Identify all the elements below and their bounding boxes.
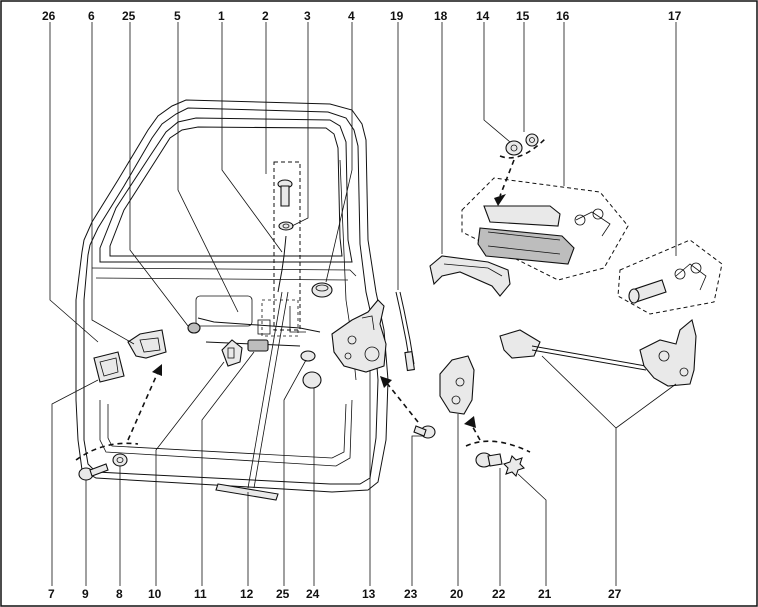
escutcheon-part-7 <box>93 351 125 383</box>
nut-part-15 <box>525 133 539 147</box>
block-part-11 <box>247 339 269 352</box>
washer-part-3 <box>278 221 294 231</box>
label-24: 24 <box>306 587 320 601</box>
label-12: 12 <box>240 587 254 601</box>
label-8: 8 <box>116 587 123 601</box>
lock-part-13 <box>331 299 387 373</box>
latch-assembly-part-27 <box>499 319 697 387</box>
star-washer-part-21 <box>502 454 526 478</box>
grommet-part-4 <box>311 282 333 298</box>
handle-group-part-16 <box>461 177 629 281</box>
handle-part-6 <box>127 329 167 359</box>
bracket-part-18 <box>429 255 511 297</box>
label-6: 6 <box>88 9 95 23</box>
cylinder-group-part-17 <box>617 239 723 315</box>
labels-bottom: 7 9 8 10 11 12 25 24 13 23 20 22 21 27 <box>48 587 622 601</box>
label-19: 19 <box>390 9 404 23</box>
arrow-to-20 <box>469 421 481 441</box>
label-14: 14 <box>476 9 490 23</box>
arrow-head-6 <box>152 364 162 376</box>
bolt-part-2 <box>273 161 301 331</box>
label-20: 20 <box>450 587 464 601</box>
label-1: 1 <box>218 9 225 23</box>
rod-part-1 <box>277 235 287 293</box>
arrow-to-16 <box>499 159 515 197</box>
arrow-head-16 <box>494 194 506 206</box>
label-4: 4 <box>348 9 355 23</box>
rod-part-5 <box>197 317 321 333</box>
plug-part-24 <box>302 371 322 389</box>
nut-part-14 <box>505 140 523 156</box>
label-10: 10 <box>148 587 162 601</box>
bolt-part-22 <box>475 452 503 468</box>
label-16: 16 <box>556 9 570 23</box>
label-13: 13 <box>362 587 376 601</box>
label-22: 22 <box>492 587 506 601</box>
screw-part-9 <box>78 463 109 481</box>
arc-22-21 <box>465 440 531 453</box>
label-11: 11 <box>194 587 207 601</box>
label-27: 27 <box>608 587 622 601</box>
striker-part-20 <box>439 355 475 415</box>
arrow-head-13 <box>380 376 392 388</box>
label-26: 26 <box>42 9 56 23</box>
label-17: 17 <box>668 9 682 23</box>
lever-part-10 <box>221 339 243 367</box>
label-21: 21 <box>538 587 552 601</box>
washer-part-8 <box>112 453 128 467</box>
label-9: 9 <box>82 587 89 601</box>
label-2: 2 <box>262 9 269 23</box>
strip-part-12 <box>215 483 279 501</box>
label-23: 23 <box>404 587 418 601</box>
label-3: 3 <box>304 9 311 23</box>
rod-part-19 <box>395 291 415 372</box>
arrow-head-20 <box>464 416 476 428</box>
label-18: 18 <box>434 9 448 23</box>
label-15: 15 <box>516 9 530 23</box>
leader-lines <box>49 22 677 586</box>
labels-top: 26 6 25 5 1 2 3 4 19 18 14 15 16 17 <box>42 9 682 23</box>
clip-part-25-bottom <box>300 350 316 362</box>
arrow-to-6 <box>127 371 159 441</box>
label-5: 5 <box>174 9 181 23</box>
arc-14-15 <box>499 137 547 159</box>
label-25-top: 25 <box>122 9 136 23</box>
clip-part-25-top <box>187 322 201 334</box>
label-25-bottom: 25 <box>276 587 290 601</box>
label-7: 7 <box>48 587 55 601</box>
